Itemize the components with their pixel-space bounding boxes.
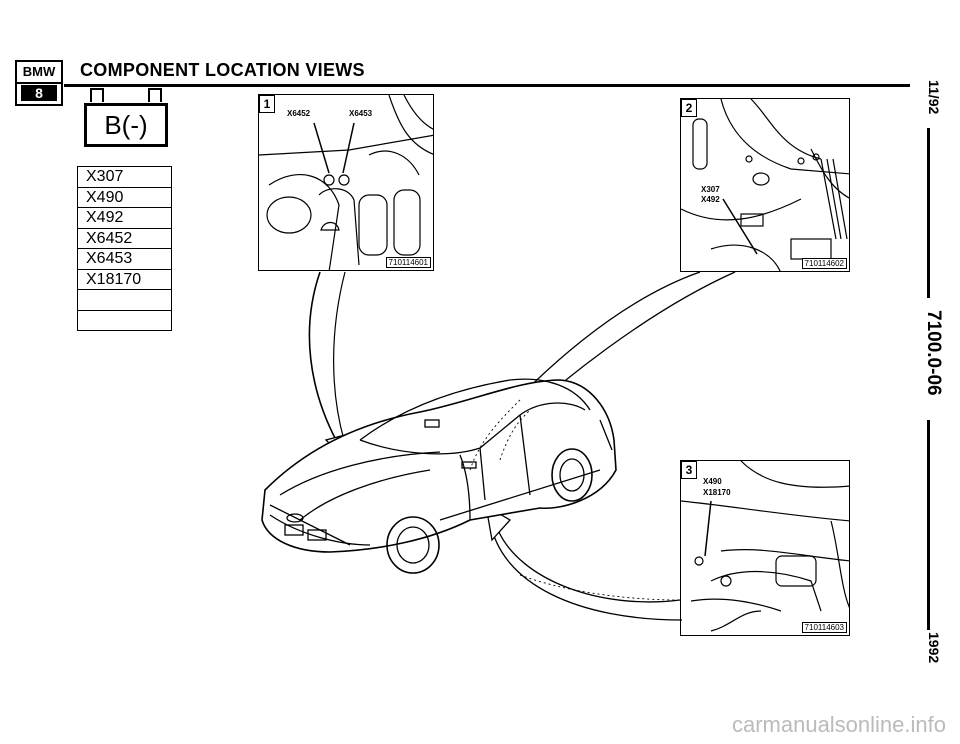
list-item: X307 [78, 167, 171, 188]
view-label: X492 [701, 195, 720, 204]
list-item: X492 [78, 208, 171, 229]
plate-tab-right [148, 88, 162, 102]
bmw-logo: BMW 8 [15, 60, 63, 106]
side-rule-top [927, 128, 930, 298]
connector-list: X307 X490 X492 X6452 X6453 X18170 [77, 166, 172, 331]
logo-top-text: BMW [17, 62, 61, 84]
page-title: COMPONENT LOCATION VIEWS [80, 60, 365, 80]
header-rule [64, 84, 910, 87]
view-number: 3 [681, 461, 697, 479]
view-code: 710114602 [801, 258, 847, 269]
view-label: X6452 [287, 109, 311, 118]
side-rule-bottom [927, 420, 930, 630]
list-item [78, 290, 171, 311]
view-2-photo: 2 X307 X492 710114602 [680, 98, 850, 272]
logo-series-number: 8 [21, 85, 57, 101]
ground-plate-label: B(-) [84, 103, 168, 147]
list-item: X6453 [78, 249, 171, 270]
view-3-photo: 3 X490 X18170 710114603 [680, 460, 850, 636]
view-code: 710114601 [385, 257, 431, 268]
view-label: X490 [703, 477, 722, 486]
view-number: 2 [681, 99, 697, 117]
list-item: X490 [78, 188, 171, 208]
view-1-photo: 1 X6452 X6453 710114601 [258, 94, 434, 271]
list-item: X18170 [78, 270, 171, 290]
view-label: X307 [701, 185, 720, 194]
view-label: X18170 [703, 488, 731, 497]
plate-tab-left [90, 88, 104, 102]
view-label: X6453 [349, 109, 373, 118]
list-item [78, 311, 171, 331]
view-2-illustration [681, 99, 849, 271]
watermark: carmanualsonline.info [731, 712, 946, 737]
view-1-illustration [259, 95, 433, 270]
view-code: 710114603 [801, 622, 847, 633]
list-item: X6452 [78, 229, 171, 249]
view-3-illustration [681, 461, 849, 632]
view-number: 1 [259, 95, 275, 113]
